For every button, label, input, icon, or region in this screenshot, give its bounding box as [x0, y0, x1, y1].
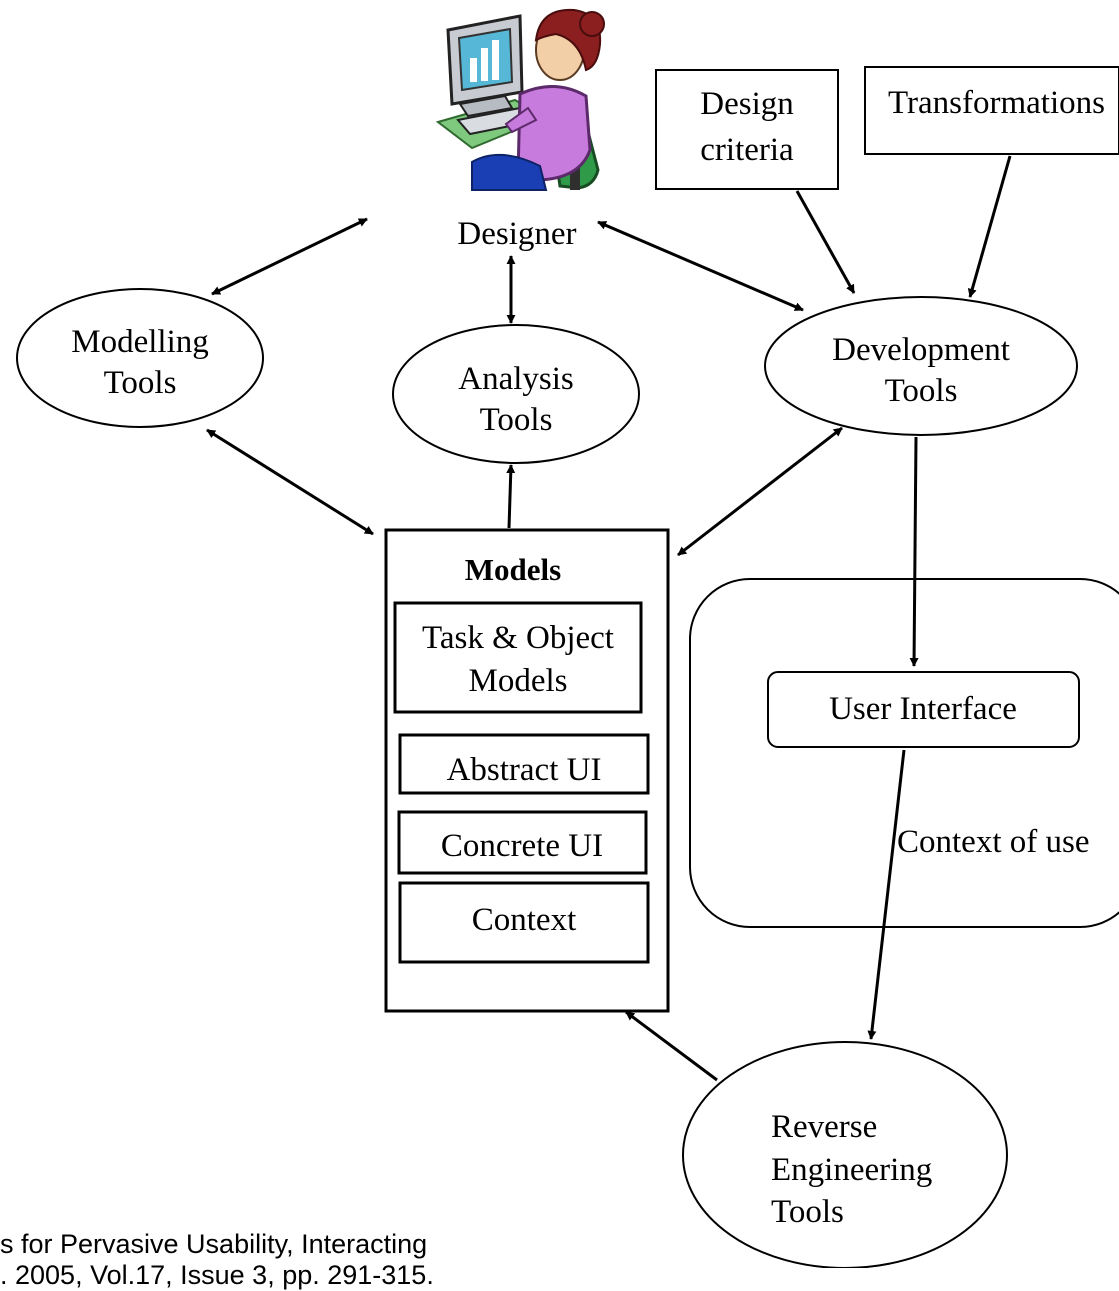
development-tools-label-line1: Development [832, 332, 1010, 368]
analysis-tools-node: Analysis Tools [392, 324, 640, 464]
abstract-ui-label: Abstract UI [447, 752, 602, 788]
reverse-engineering-label-line2: Engineering [771, 1152, 932, 1188]
concrete-ui-label: Concrete UI [441, 828, 603, 864]
arrow-criteria-development [795, 190, 856, 294]
modelling-tools-label-line2: Tools [104, 365, 177, 401]
transformations-box: Transformations [864, 66, 1119, 155]
concrete-ui-box: Concrete UI [397, 810, 648, 875]
modelling-tools-label-line1: Modelling [71, 324, 209, 360]
task-object-models-label-line2: Models [469, 663, 568, 699]
task-object-models-box: Task & Object Models [393, 601, 643, 714]
arrow-designer-development [597, 220, 804, 312]
analysis-tools-label-line2: Tools [480, 402, 553, 438]
context-box: Context [398, 881, 650, 964]
reverse-engineering-tools-node: Reverse Engineering Tools [682, 1041, 1008, 1268]
design-criteria-label-line1: Design [700, 86, 794, 122]
abstract-ui-box: Abstract UI [398, 733, 650, 795]
source-caption-line2: . 2005, Vol.17, Issue 3, pp. 291-315. [0, 1260, 434, 1290]
reverse-engineering-label-line1: Reverse [771, 1109, 877, 1145]
context-of-use-label: Context of use [897, 824, 1089, 860]
user-interface-box: User Interface [767, 671, 1080, 748]
development-tools-node: Development Tools [764, 296, 1078, 436]
reverse-engineering-label-line3: Tools [771, 1194, 844, 1230]
arrow-designer-modelling [211, 217, 368, 296]
arrow-ui-reverse [867, 749, 906, 1040]
connectors [206, 155, 1012, 1082]
analysis-tools-label-line1: Analysis [458, 361, 574, 397]
user-interface-label: User Interface [829, 691, 1017, 727]
arrow-models-analysis [506, 464, 516, 529]
design-criteria-box: Design criteria [655, 69, 839, 190]
transformations-label: Transformations [888, 85, 1105, 121]
models-title: Models [465, 552, 561, 587]
designer-person-icon [471, 8, 605, 191]
context-label: Context [472, 902, 577, 938]
arrow-development-models [677, 426, 843, 557]
arrow-transformations-development [967, 155, 1012, 298]
models-container: Models Task & Object Models Abstract UI … [384, 528, 670, 1013]
design-criteria-label-line2: criteria [700, 132, 794, 168]
arrow-development-ui [909, 436, 919, 667]
source-caption-line1: s for Pervasive Usability, Interacting [0, 1229, 428, 1259]
designer-label: Designer [457, 216, 576, 252]
task-object-models-label-line1: Task & Object [422, 620, 614, 656]
development-tools-label-line2: Tools [885, 373, 958, 409]
arrow-reverse-models [625, 1010, 718, 1082]
modelling-tools-node: Modelling Tools [16, 288, 264, 428]
arrow-modelling-models [206, 428, 374, 536]
